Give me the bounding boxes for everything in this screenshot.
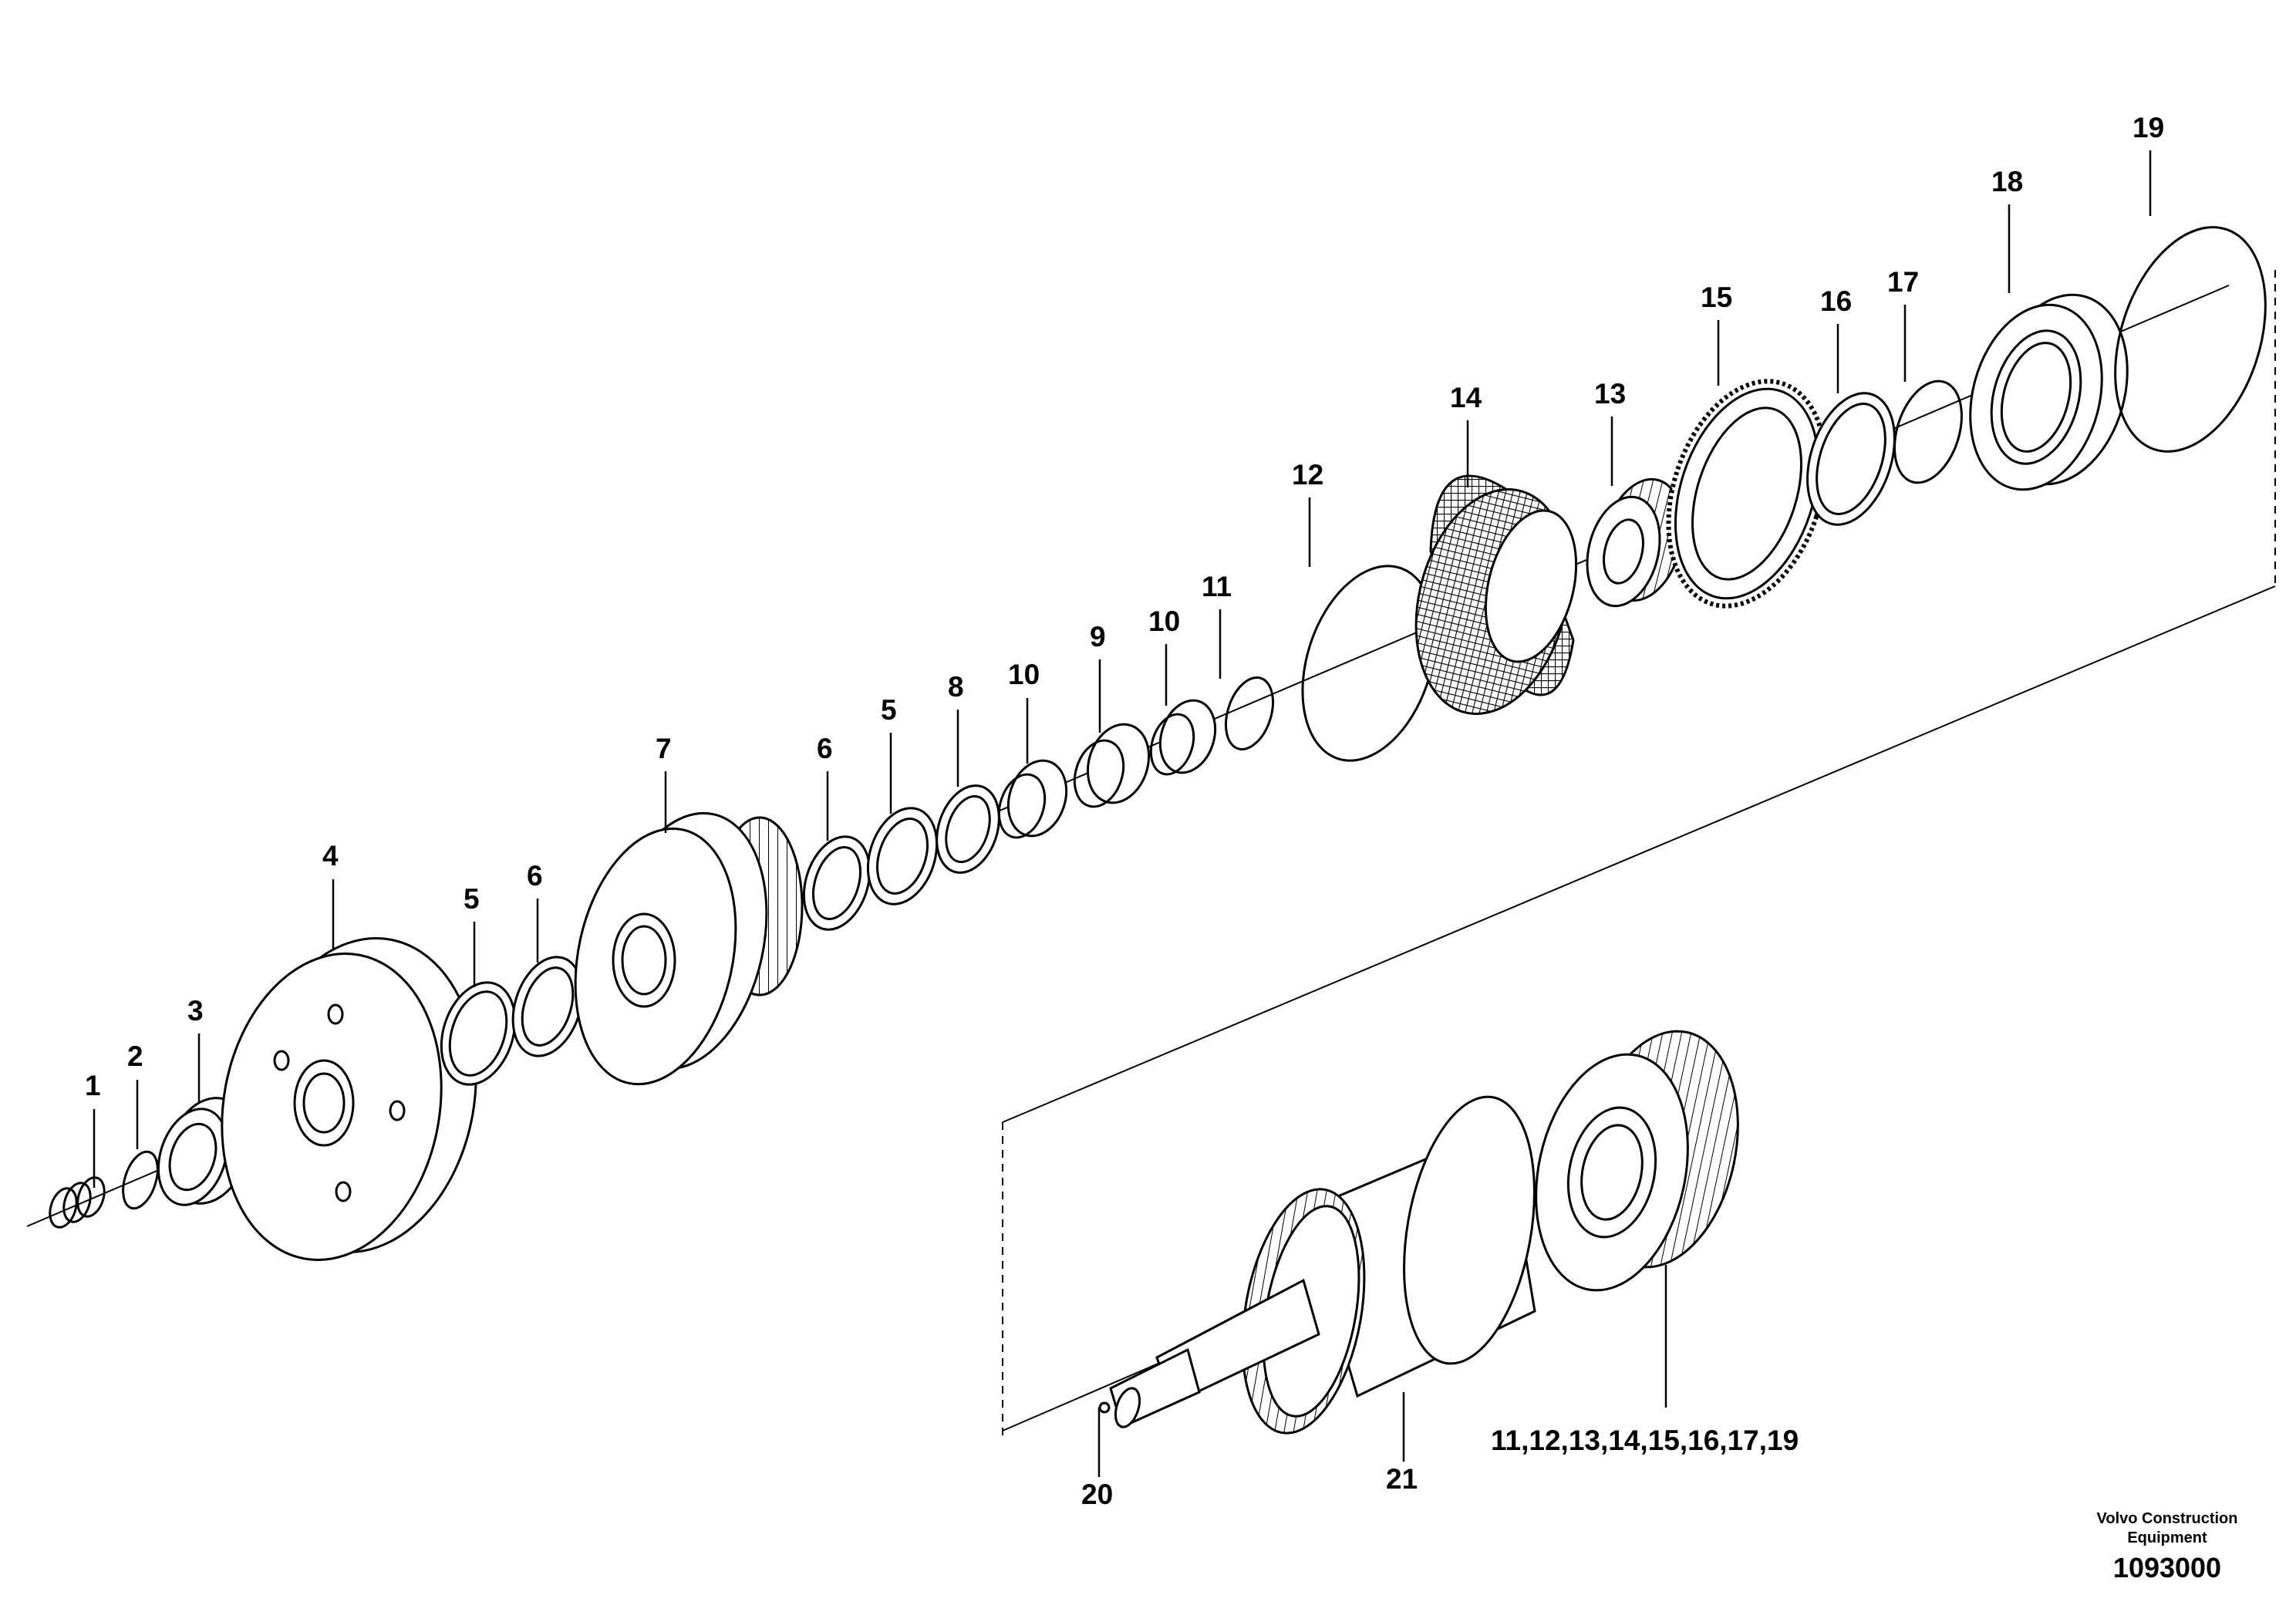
label-8: 8 — [948, 671, 964, 703]
label-14: 14 — [1450, 382, 1482, 413]
part-12-large-ring — [1301, 565, 1437, 762]
part-11-snap-ring — [1225, 676, 1274, 750]
label-6a: 6 — [527, 860, 543, 892]
brand-line-2: Equipment — [2127, 1529, 2207, 1546]
part-19-large-o-ring — [2114, 226, 2267, 453]
part-5-seal-ring-a — [440, 981, 517, 1086]
part-18-piston — [1969, 293, 2129, 491]
label-11: 11 — [1202, 571, 1232, 602]
part-7-gear-carrier — [574, 811, 804, 1086]
leader-lines — [93, 150, 2152, 1477]
part-5-seal-ring-b — [866, 807, 939, 905]
label-9: 9 — [1090, 621, 1106, 653]
label-5a: 5 — [464, 883, 480, 915]
label-16: 16 — [1820, 285, 1852, 317]
part-14-disc-pack — [1414, 474, 1578, 715]
part-17-o-ring — [1893, 379, 1963, 484]
assembly-boundary-top — [1002, 585, 2276, 1123]
clutch-assembly-11-19 — [1535, 1030, 1739, 1292]
part-21-clutch-drum — [1109, 1095, 1536, 1435]
label-10b: 10 — [1148, 605, 1180, 637]
part-6-washer-b — [802, 835, 872, 931]
drawing-number: 1093000 — [2113, 1552, 2221, 1583]
label-21: 21 — [1386, 1463, 1418, 1495]
label-20: 20 — [1081, 1479, 1113, 1510]
label-10a: 10 — [1008, 659, 1040, 690]
label-2: 2 — [127, 1040, 143, 1072]
part-16-thrust-plate — [1806, 392, 1896, 526]
label-18: 18 — [1991, 166, 2023, 197]
label-19: 19 — [2132, 112, 2164, 143]
part-10-bushing-b — [1149, 699, 1217, 776]
label-kit: 11,12,13,14,15,16,17,19 — [1491, 1425, 1799, 1456]
part-20-shaft-end — [1098, 1387, 1141, 1428]
part-8-thrust-washer — [936, 784, 1000, 874]
label-3: 3 — [187, 995, 204, 1027]
label-5b: 5 — [881, 694, 897, 726]
label-13: 13 — [1594, 378, 1626, 410]
label-7: 7 — [656, 733, 672, 764]
part-4-hub — [221, 937, 477, 1261]
label-6b: 6 — [817, 733, 833, 764]
part-1-snap-rings — [49, 1176, 106, 1229]
part-13-spring-pack — [1586, 477, 1684, 608]
label-4: 4 — [322, 840, 339, 872]
part-2-circlip — [122, 1150, 159, 1210]
label-12: 12 — [1292, 459, 1323, 491]
label-17: 17 — [1887, 266, 1919, 298]
brand-line-1: Volvo Construction — [2097, 1510, 2238, 1527]
part-10-bushing-a — [997, 759, 1068, 839]
part-9-sleeve — [1073, 723, 1151, 808]
label-15: 15 — [1701, 282, 1732, 313]
part-15-toothed-plate — [1666, 379, 1828, 609]
label-1: 1 — [85, 1070, 101, 1101]
